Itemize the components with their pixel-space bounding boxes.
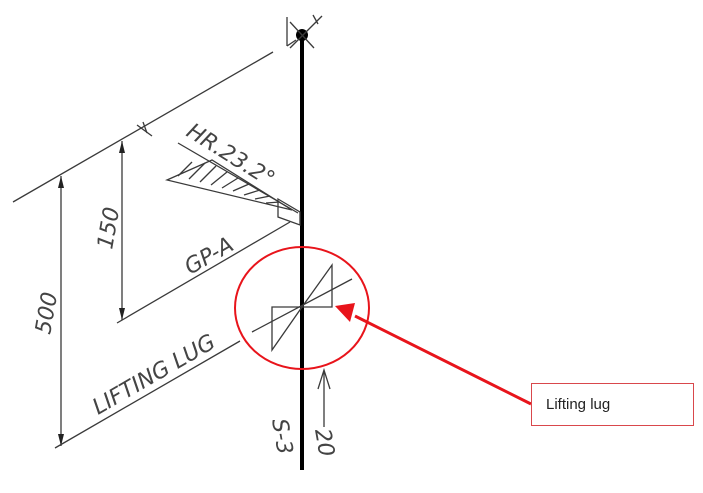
dimension-150: 150 [93,141,125,320]
support-leader-line [116,221,291,324]
callout-box: Lifting lug [531,383,694,426]
slope-hatch-symbol: HR.23.2° [164,119,301,226]
lifting-lug-icon [251,262,353,353]
support-label: GP-A [181,232,239,280]
annotation-arrow [335,303,532,406]
dimension-150-label: 150 [93,205,125,251]
upper-extension-line [12,51,274,203]
tick-mark [142,121,148,134]
callout-text: Lifting lug [546,396,611,413]
dimension-500-label: 500 [31,290,63,336]
slope-label: HR.23.2° [182,119,279,193]
tick-mark [136,124,153,137]
lug-label: LIFTING LUG [89,330,220,420]
flow-value-label: 20 [309,427,338,459]
line-ref-label: S-3 [266,417,297,457]
lug-leader-line [54,340,241,449]
highlight-ellipse [234,246,370,370]
top-fitting-icon [286,14,323,49]
dimension-500: 500 [31,176,64,446]
flow-arrow: 20 [309,367,339,459]
